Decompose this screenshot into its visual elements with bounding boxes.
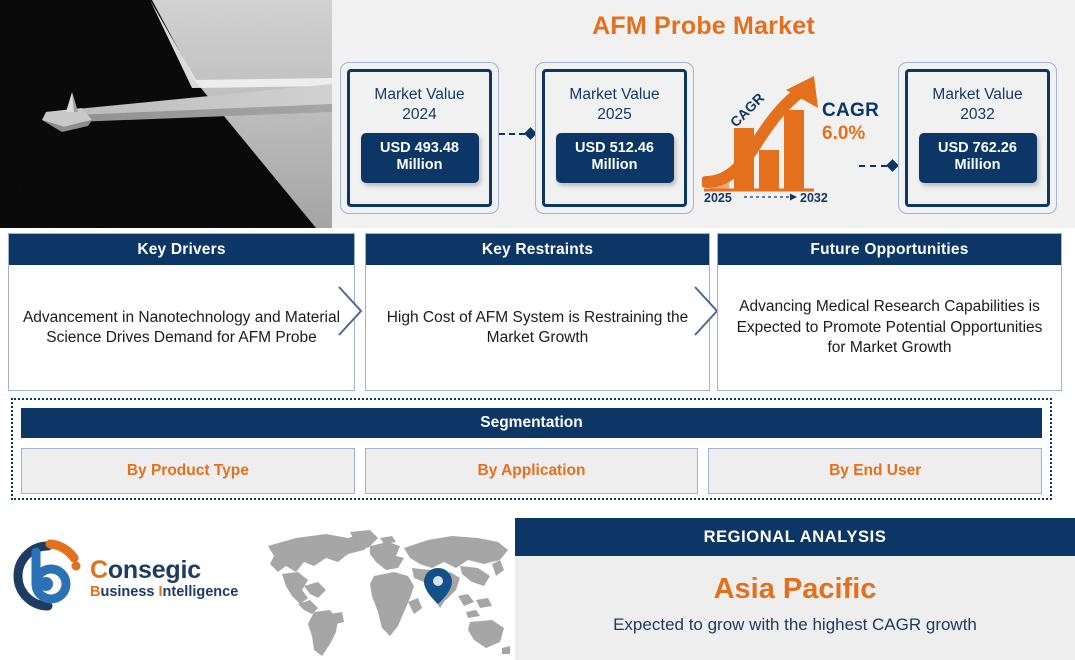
key-restraints-heading: Key Restraints [366, 234, 709, 265]
segment-by-product-type[interactable]: By Product Type [21, 448, 355, 494]
market-value-label-text: Market Value [932, 86, 1023, 103]
consegic-logo[interactable]: Consegic Business Intelligence [8, 536, 240, 622]
market-value-unit: Million [954, 157, 1001, 174]
cagr-readout: CAGR 6.0% [822, 100, 879, 145]
map-pin-icon [424, 568, 452, 604]
segmentation-section: Segmentation By Product Type By Applicat… [11, 398, 1052, 500]
market-factors-row: Key Drivers Advancement in Nanotechnolog… [0, 233, 1075, 391]
future-opportunities-heading: Future Opportunities [718, 234, 1061, 265]
brand-tagline: Business Intelligence [90, 584, 238, 600]
connector-line [859, 164, 887, 167]
market-value-pill-2024: USD 493.48 Million [360, 132, 479, 184]
cagr-value: 6.0% [822, 123, 866, 144]
world-map-graphic [268, 530, 510, 656]
market-value-amount: USD 493.48 [380, 139, 459, 156]
hero-panel: AFM Probe Market Market Value 2024 USD 4… [332, 0, 1075, 228]
footer-row: Consegic Business Intelligence [0, 508, 1075, 660]
world-map [252, 528, 514, 660]
connector-cagr-to-2032 [859, 159, 899, 172]
market-value-pill-2032: USD 762.26 Million [918, 132, 1037, 184]
brand-name-initial: C [90, 556, 108, 584]
cagr-growth-chart: CAGR 2025 2032 CAGR 6.0% [700, 70, 902, 218]
cagr-label: CAGR [822, 100, 880, 121]
key-drivers-card: Key Drivers Advancement in Nanotechnolog… [8, 233, 355, 391]
brand-name: Consegic [90, 556, 238, 585]
key-restraints-card: Key Restraints High Cost of AFM System i… [365, 233, 710, 391]
regional-analysis-region: Asia Pacific [713, 573, 877, 605]
market-value-year: 2025 [597, 105, 632, 123]
chevron-right-icon-1 [338, 286, 363, 336]
afm-probe-photo [0, 0, 332, 228]
tagline-b: B [90, 584, 101, 600]
tagline-usiness: usiness [100, 584, 159, 600]
cagr-bar-chart-icon: CAGR 2025 2032 [700, 76, 828, 205]
market-value-label-text: Market Value [569, 86, 660, 103]
connector-diamond [886, 159, 899, 172]
cagr-axis-end-label: 2032 [800, 191, 828, 202]
brand-name-rest: onsegic [107, 556, 201, 584]
market-value-label: Market Value 2025 [569, 85, 659, 125]
consegic-logo-mark-icon [13, 539, 81, 611]
market-value-pill-2025: USD 512.46 Million [555, 132, 674, 184]
market-value-label: Market Value 2032 [932, 85, 1022, 125]
key-restraints-text: High Cost of AFM System is Restraining t… [386, 308, 689, 346]
market-value-amount: USD 512.46 [575, 139, 654, 156]
consegic-logo-text: Consegic Business Intelligence [90, 556, 238, 600]
cagr-axis-start-label: 2025 [704, 191, 732, 202]
key-drivers-text: Advancement in Nanotechnology and Materi… [22, 308, 341, 346]
market-value-card-inner: Market Value 2032 USD 762.26 Million [905, 69, 1050, 207]
tagline-i: I [158, 584, 163, 600]
connector-line [499, 132, 525, 135]
future-opportunities-text: Advancing Medical Research Capabilities … [736, 298, 1043, 357]
tagline-ntelligence: ntelligence [162, 584, 239, 600]
probe-photo-graphic [0, 0, 332, 228]
hero-row: AFM Probe Market Market Value 2024 USD 4… [0, 0, 1075, 228]
market-value-card-inner: Market Value 2025 USD 512.46 Million [542, 69, 687, 207]
market-value-label: Market Value 2024 [374, 85, 464, 125]
market-value-unit: Million [396, 157, 443, 174]
market-value-unit: Million [591, 157, 638, 174]
chevron-right-icon-2 [694, 286, 719, 336]
market-value-card-2024: Market Value 2024 USD 493.48 Million [340, 62, 499, 214]
connector-2024-to-2025 [499, 127, 537, 140]
market-value-card-2025: Market Value 2025 USD 512.46 Million [535, 62, 694, 214]
segment-by-end-user[interactable]: By End User [708, 448, 1043, 494]
regional-analysis-panel: REGIONAL ANALYSIS Asia Pacific Expected … [515, 518, 1075, 660]
segment-by-application[interactable]: By Application [364, 448, 699, 494]
market-value-year: 2024 [402, 105, 437, 123]
market-value-card-inner: Market Value 2024 USD 493.48 Million [347, 69, 492, 207]
market-value-amount: USD 762.26 [938, 139, 1017, 156]
cagr-chart-inline-label: CAGR [727, 90, 767, 130]
market-value-year: 2032 [960, 105, 995, 123]
segmentation-heading: Segmentation [21, 408, 1042, 438]
market-value-card-2032: Market Value 2032 USD 762.26 Million [898, 62, 1057, 214]
key-drivers-heading: Key Drivers [9, 234, 354, 265]
regional-analysis-subtitle: Expected to grow with the highest CAGR g… [613, 615, 977, 634]
market-value-label-text: Market Value [374, 86, 465, 103]
future-opportunities-card: Future Opportunities Advancing Medical R… [717, 233, 1062, 391]
segmentation-items: By Product Type By Application By End Us… [21, 448, 1043, 494]
regional-analysis-heading: REGIONAL ANALYSIS [515, 518, 1075, 556]
page-title: AFM Probe Market [592, 12, 815, 40]
